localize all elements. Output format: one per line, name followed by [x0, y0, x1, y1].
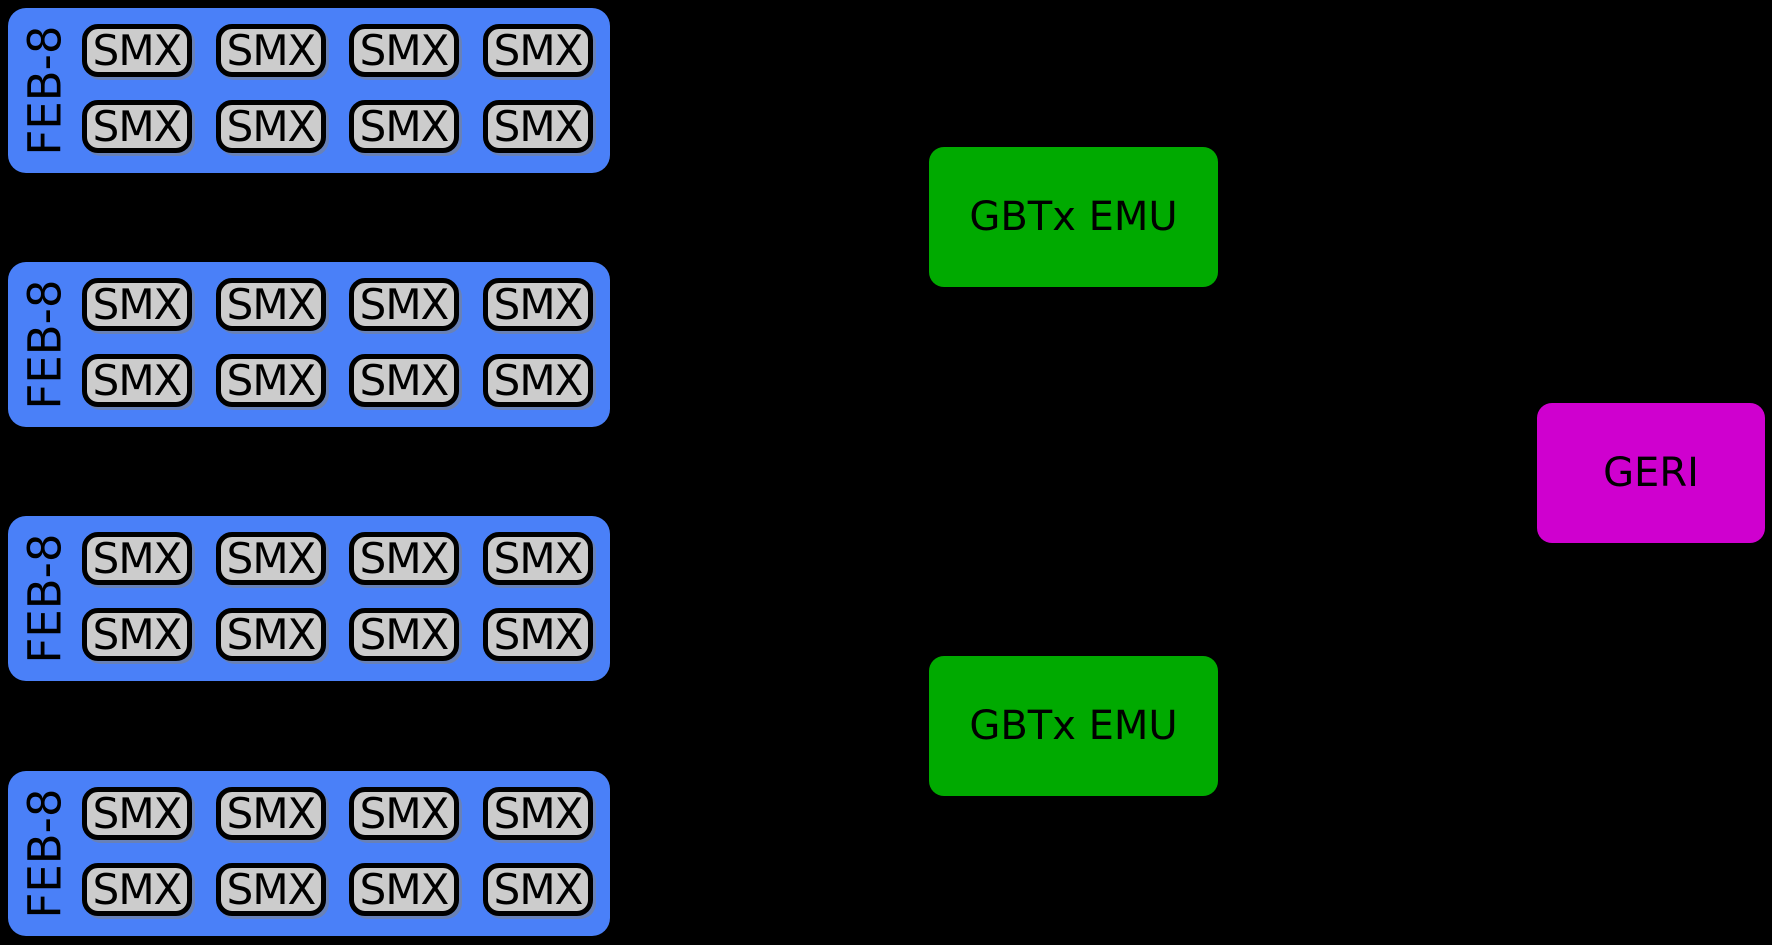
smx-chip: SMX [216, 532, 326, 585]
feb-board: FEB-8 SMX SMX SMX SMX SMX SMX SMX SMX [8, 8, 610, 173]
smx-chip: SMX [483, 608, 593, 661]
smx-chip: SMX [216, 278, 326, 331]
feb-board-label: FEB-8 [18, 788, 72, 919]
feb-label-band: FEB-8 [8, 516, 82, 681]
feb-label-band: FEB-8 [8, 262, 82, 427]
smx-chip: SMX [349, 608, 459, 661]
gbtx-emu-box: GBTx EMU [929, 656, 1218, 796]
smx-chip: SMX [483, 100, 593, 153]
smx-chip: SMX [82, 863, 192, 916]
smx-chip: SMX [349, 863, 459, 916]
smx-chip: SMX [349, 278, 459, 331]
smx-chip: SMX [216, 100, 326, 153]
smx-chip: SMX [216, 863, 326, 916]
smx-chip: SMX [483, 278, 593, 331]
smx-chip: SMX [82, 787, 192, 840]
smx-chip: SMX [349, 532, 459, 585]
smx-chip: SMX [82, 100, 192, 153]
smx-chip: SMX [216, 24, 326, 77]
smx-chip: SMX [349, 787, 459, 840]
feb-label-band: FEB-8 [8, 8, 82, 173]
smx-chip: SMX [82, 532, 192, 585]
smx-chip: SMX [82, 278, 192, 331]
smx-chip: SMX [82, 354, 192, 407]
feb-board: FEB-8 SMX SMX SMX SMX SMX SMX SMX SMX [8, 262, 610, 427]
feb-board: FEB-8 SMX SMX SMX SMX SMX SMX SMX SMX [8, 516, 610, 681]
smx-chip: SMX [483, 532, 593, 585]
smx-chip: SMX [483, 24, 593, 77]
feb-board: FEB-8 SMX SMX SMX SMX SMX SMX SMX SMX [8, 771, 610, 936]
smx-chip: SMX [349, 24, 459, 77]
smx-chip: SMX [483, 863, 593, 916]
feb-board-label: FEB-8 [18, 279, 72, 410]
smx-chip: SMX [349, 354, 459, 407]
smx-chip: SMX [483, 787, 593, 840]
geri-box: GERI [1537, 403, 1765, 543]
gbtx-emu-box: GBTx EMU [929, 147, 1218, 287]
smx-chip: SMX [216, 787, 326, 840]
smx-chip: SMX [216, 354, 326, 407]
smx-chip: SMX [349, 100, 459, 153]
feb-label-band: FEB-8 [8, 771, 82, 936]
smx-chip: SMX [216, 608, 326, 661]
smx-chip: SMX [483, 354, 593, 407]
feb-board-label: FEB-8 [18, 25, 72, 156]
feb-board-label: FEB-8 [18, 533, 72, 664]
smx-chip: SMX [82, 24, 192, 77]
smx-chip: SMX [82, 608, 192, 661]
